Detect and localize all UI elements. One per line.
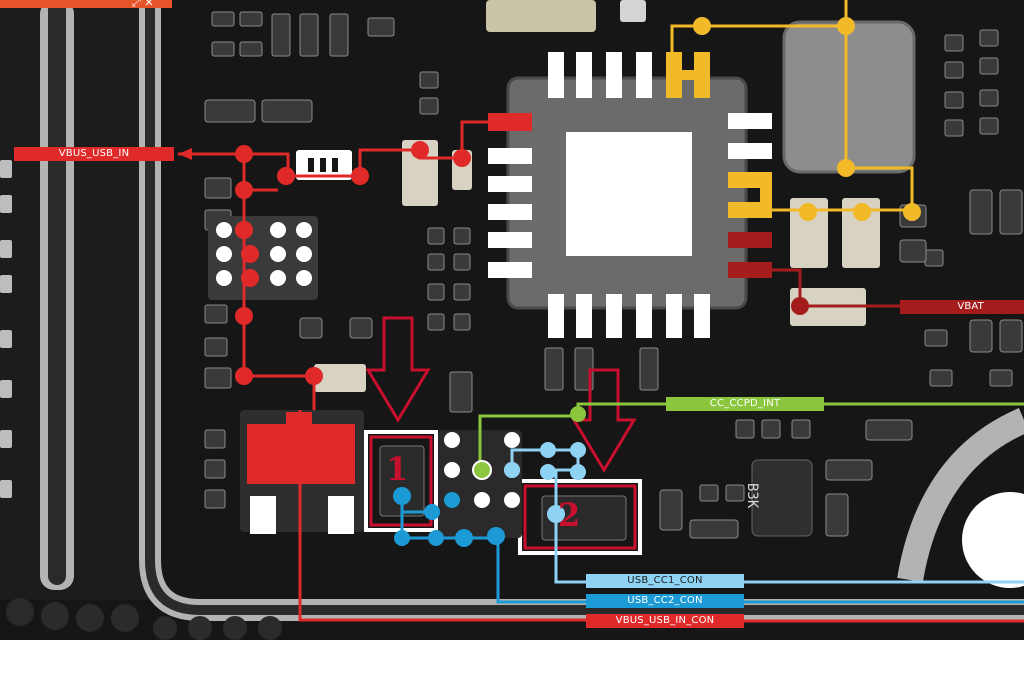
- shield-rail-3: [897, 408, 1024, 583]
- ic-pins-top: [548, 52, 652, 98]
- net-vbus-nodes: [235, 141, 471, 385]
- ic-pins-top-power: [666, 52, 710, 98]
- component-2: [541, 495, 627, 541]
- net-vbat: [772, 268, 900, 308]
- resistor-array-gaps: [308, 158, 338, 172]
- ic-pin-vbus: [488, 113, 532, 131]
- net-power-yellow: [670, 0, 914, 212]
- net-usb-cc1-nodes: [504, 442, 586, 523]
- vbus-arrowhead: [178, 148, 192, 160]
- bga-balls-left: [216, 222, 312, 286]
- chip-marking: B3K: [744, 483, 760, 509]
- shield-rail-2-inner: [145, 0, 1024, 615]
- label-usb-cc2-con: USB_CC2_CON: [586, 594, 744, 608]
- close-icon[interactable]: ✕: [144, 0, 154, 9]
- marker-box-2: [523, 484, 637, 550]
- label-vbus-usb-in-con: VBUS_USB_IN_CON: [586, 614, 744, 628]
- label-usb-cc1-con: USB_CC1_CON: [586, 574, 744, 588]
- marker-number-2: 2: [558, 496, 581, 534]
- shield-frame-left: [0, 0, 155, 600]
- b3k-chip: [751, 459, 813, 537]
- bga-chip-left: [208, 216, 318, 300]
- passive-components: [204, 0, 1023, 539]
- capacitor-mid: [314, 364, 366, 392]
- label-vbat-text: VBAT: [957, 301, 984, 312]
- ic-pins-left: [488, 148, 532, 278]
- fet-pin-1: [250, 496, 276, 534]
- header-icons: ⤢ ✕: [132, 0, 154, 10]
- marker-number-1: 1: [386, 450, 409, 488]
- inductor: [782, 20, 916, 174]
- label-vbat: VBAT: [900, 300, 1024, 314]
- ic-pins-bottom: [548, 294, 710, 338]
- header-strip: [0, 0, 172, 8]
- net-power-yellow-nodes: [693, 17, 921, 221]
- ic-pin-vbat-1: [728, 232, 772, 248]
- vbat-node: [791, 297, 809, 315]
- label-vbus-usb-in: VBUS_USB_IN: [14, 147, 174, 161]
- ic-pins-right-power: [728, 172, 772, 218]
- label-cc-ccpd-int: CC_CCPD_INT: [666, 397, 824, 411]
- main-ic-exposed-pad: [566, 132, 692, 256]
- shield-rail-1-inner: [48, 0, 66, 585]
- capacitor-1: [790, 198, 828, 268]
- cc-controller-chip: [438, 430, 522, 538]
- left-column-pads: [0, 160, 12, 498]
- ic-pins-right: [728, 113, 772, 159]
- cc-ccpd-node-2: [472, 460, 492, 480]
- ic-pin-vbat-2: [728, 262, 772, 278]
- expand-icon[interactable]: ⤢: [132, 0, 141, 9]
- net-usb-cc2-nodes: [393, 487, 505, 547]
- board-cutout: [962, 492, 1024, 588]
- cc-ccpd-node-1: [570, 406, 586, 422]
- arrow-2: [571, 368, 637, 473]
- capacitor-2: [842, 198, 880, 268]
- fet-pin-2: [328, 496, 354, 534]
- bottom-edge-pads: [6, 598, 282, 640]
- arrow-1: [365, 316, 431, 423]
